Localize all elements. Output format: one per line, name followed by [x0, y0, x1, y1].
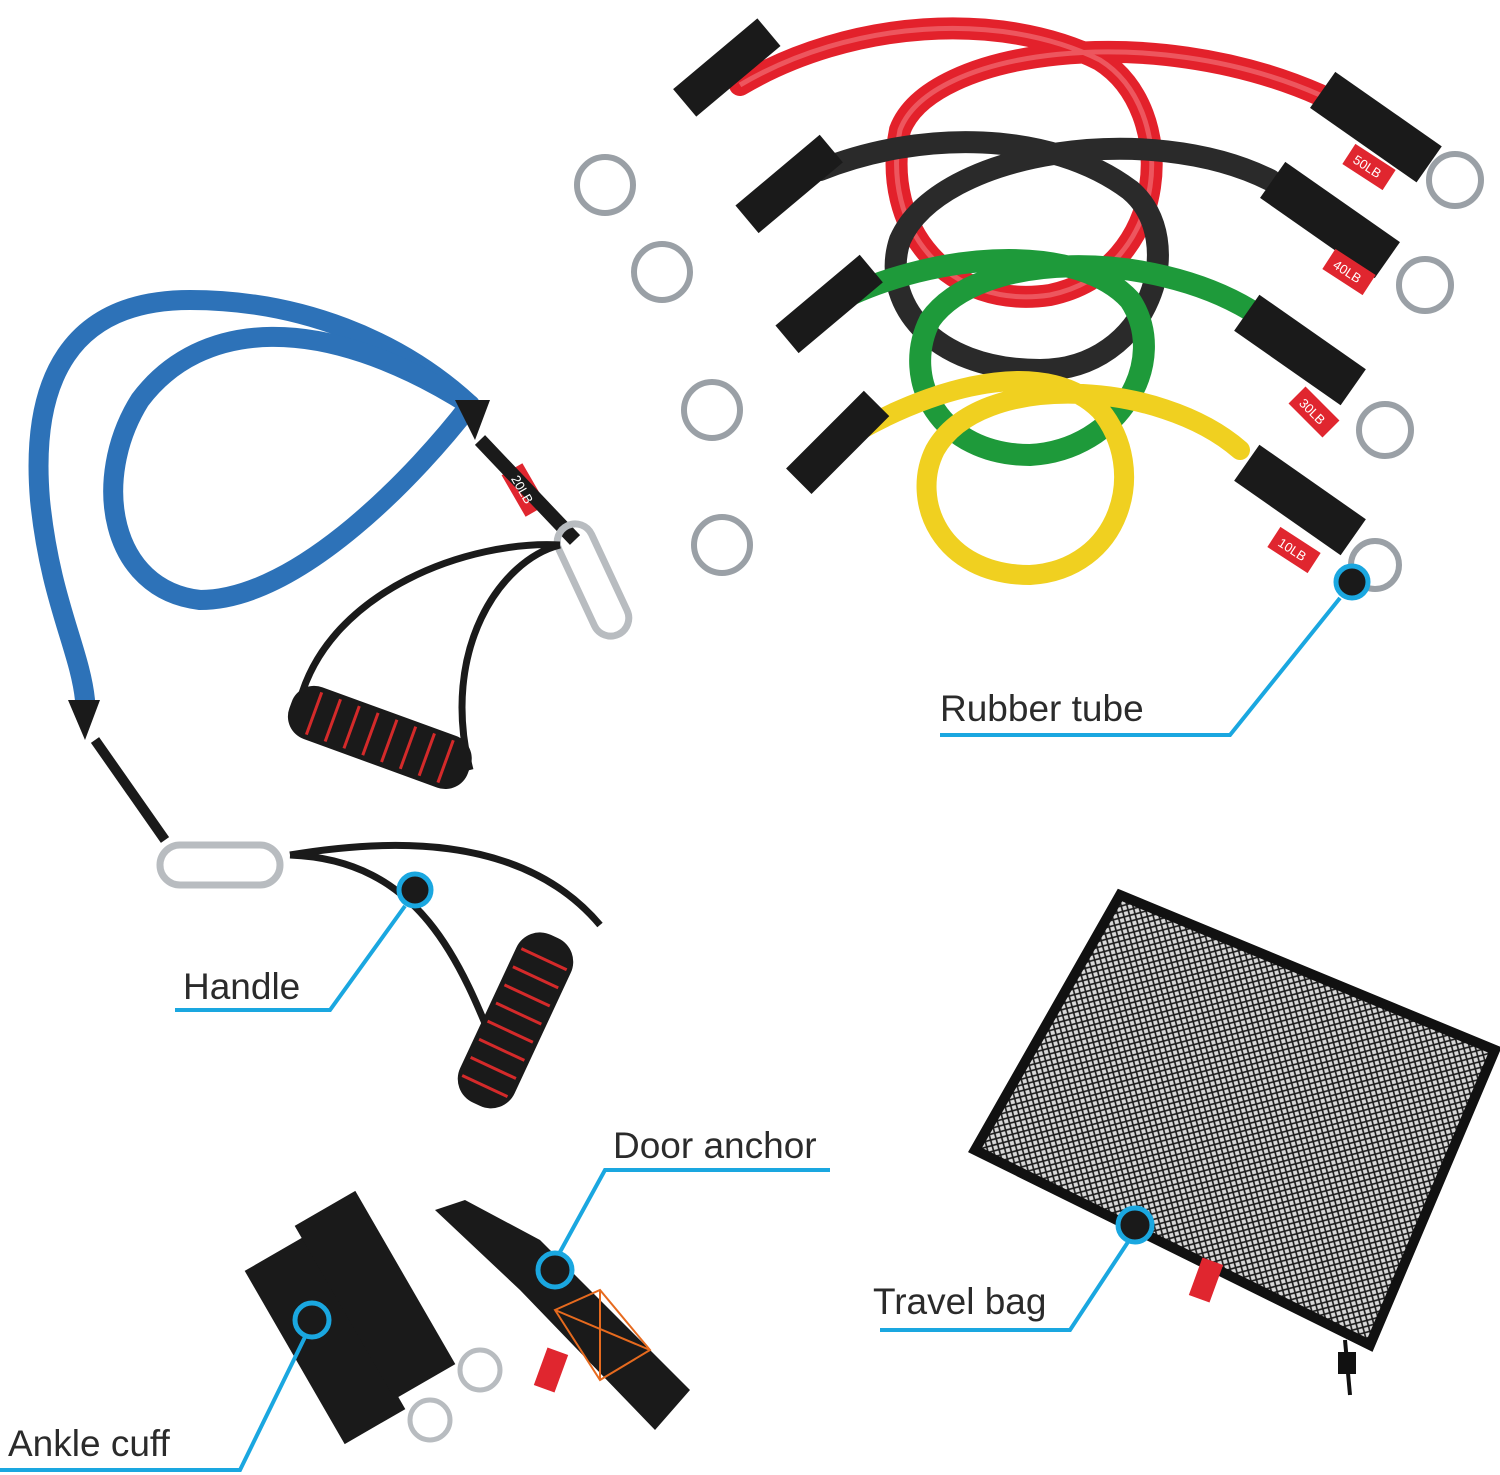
carabiner-lower	[156, 841, 284, 889]
handle-lower	[289, 841, 603, 1109]
callout-handle	[175, 871, 434, 1012]
ankle-cuff-left	[244, 1235, 453, 1445]
handle-upper	[287, 541, 561, 790]
band-red-50lb	[574, 17, 1484, 308]
label-door-anchor: Door anchor	[613, 1125, 817, 1166]
callout-rubber-tube	[940, 563, 1371, 737]
label-handle: Handle	[183, 966, 301, 1007]
weight-tag-50lb	[1342, 143, 1396, 191]
band-black-40lb	[631, 131, 1454, 382]
weight-tag-40lb	[1322, 248, 1376, 296]
band-blue-20lb	[28, 289, 581, 843]
label-rubber-tube: Rubber tube	[940, 688, 1144, 729]
callout-door-anchor	[535, 1168, 830, 1290]
label-travel-bag: Travel bag	[873, 1281, 1047, 1322]
band-green-30lb	[681, 249, 1414, 467]
door-anchor	[435, 1200, 690, 1430]
carabiner-upper	[553, 520, 633, 640]
band-yellow-10lb	[691, 371, 1402, 592]
label-ankle-cuff: Ankle cuff	[8, 1423, 170, 1464]
callout-travel-bag	[880, 1205, 1155, 1332]
weight-tag-30lb	[1288, 386, 1340, 438]
callout-ankle-cuff	[0, 1300, 332, 1472]
ankle-cuff-right	[294, 1190, 503, 1400]
weight-tag-10lb	[1267, 526, 1321, 574]
travel-bag	[968, 888, 1500, 1396]
